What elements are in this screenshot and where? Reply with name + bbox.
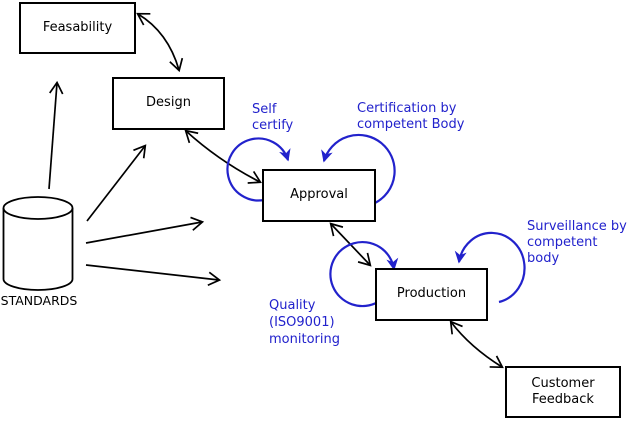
node-design: Design [112, 77, 225, 130]
node-feasability: Feasability [19, 2, 136, 54]
arrow-design-approval [184, 129, 262, 184]
loop-certification [321, 133, 396, 204]
loop-surveillance [454, 231, 526, 304]
arrow-standards-production [85, 264, 222, 287]
arrow-feasability-design [136, 12, 184, 73]
node-design-label: Design [146, 95, 191, 111]
annotation-self-certify: Self certify [252, 102, 294, 133]
standards-cylinder-shape [2, 196, 74, 291]
arrow-standards-approval [85, 216, 205, 244]
node-feasability-label: Feasability [42, 19, 113, 35]
node-approval: Approval [262, 169, 376, 222]
annotation-certification: Certification by competent Body [357, 101, 465, 132]
arrow-standards-design [86, 144, 147, 222]
arrow-standards-feasability [48, 80, 64, 190]
node-customer-feedback: Customer Feedback [505, 366, 621, 418]
arrow-production-customer-feedback [449, 320, 504, 369]
annotation-quality-monitoring: Quality (ISO9001) monitoring [269, 298, 340, 347]
standards-label: STANDARDS [0, 293, 78, 308]
annotation-surveillance: Surveillance by competent body [527, 219, 627, 266]
node-production-label: Production [396, 286, 467, 302]
node-approval-label: Approval [290, 187, 348, 203]
node-production: Production [375, 268, 488, 321]
node-customer-feedback-label: Customer Feedback [531, 375, 595, 407]
loop-quality-monitoring [329, 240, 399, 308]
loop-self-certify [226, 137, 291, 202]
